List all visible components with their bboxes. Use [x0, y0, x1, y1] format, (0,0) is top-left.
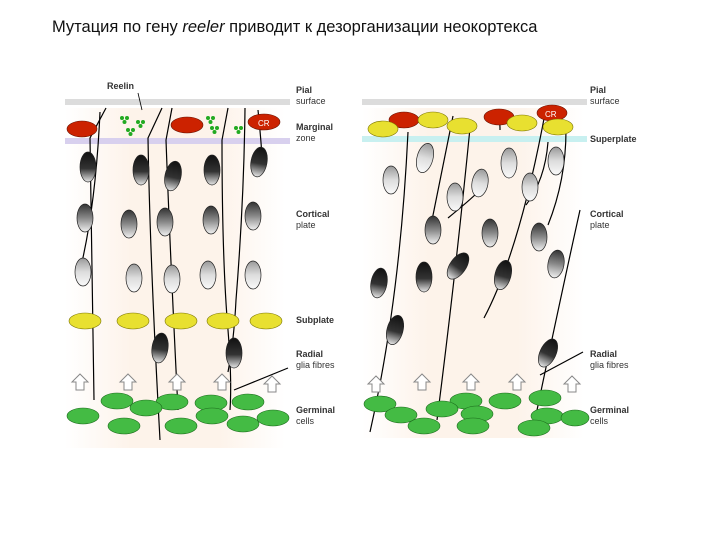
label-cortical-reeler-2: plate — [590, 220, 610, 230]
label-germinal-reeler-1: Germinal — [590, 405, 629, 415]
cajal-retzius-cells — [66, 113, 281, 138]
cortical-plate-neurons — [74, 146, 268, 294]
cr-label-right: CR — [545, 110, 557, 119]
cr-label-left: CR — [258, 119, 270, 128]
superplate-band — [362, 136, 587, 142]
label-radial-reeler-2: glia fibres — [590, 360, 629, 370]
reelin-pointer-line — [137, 92, 143, 111]
title-gene-name: reeler — [182, 18, 225, 36]
label-cortical-2: plate — [296, 220, 316, 230]
label-pial-1: Pial — [296, 85, 312, 95]
reelin-dots — [120, 116, 243, 136]
normal-cortex-labels: Pial surface Marginal zone Cortical plat… — [296, 85, 335, 426]
pial-band — [65, 99, 290, 105]
label-radial-2: glia fibres — [296, 360, 335, 370]
subplate-cells — [68, 312, 283, 330]
reelin-label: Reelin — [107, 81, 134, 91]
label-radial-1: Radial — [296, 349, 323, 359]
slide-title: Мутация по гену reeler приводит к дезорг… — [52, 18, 537, 37]
label-cortical-reeler-1: Cortical — [590, 209, 624, 219]
label-subplate: Subplate — [296, 315, 334, 325]
germinal-cells — [66, 392, 290, 435]
label-marginal-2: zone — [296, 133, 316, 143]
germinal-cells-reeler — [363, 389, 590, 437]
title-text-after: приводит к дезорганизации неокортекса — [224, 18, 538, 36]
label-germinal-2: cells — [296, 416, 315, 426]
label-germinal-1: Germinal — [296, 405, 335, 415]
migrating-neurons — [151, 332, 243, 369]
label-marginal-1: Marginal — [296, 122, 333, 132]
migration-arrows — [70, 373, 282, 393]
migration-arrows-reeler — [366, 373, 582, 393]
marginal-zone-band — [65, 138, 290, 144]
pial-band-reeler — [362, 99, 587, 105]
label-radial-reeler-1: Radial — [590, 349, 617, 359]
label-pial-reeler-1: Pial — [590, 85, 606, 95]
superplate-cells — [367, 104, 574, 138]
label-germinal-reeler-2: cells — [590, 416, 609, 426]
label-cortical-1: Cortical — [296, 209, 330, 219]
cortical-plate-neurons-reeler — [370, 143, 565, 368]
title-text-before: Мутация по гену — [52, 18, 183, 36]
label-pial-2: surface — [296, 96, 326, 106]
normal-cortex-panel: Reelin CR — [65, 81, 290, 448]
reeler-cortex-panel: CR — [362, 99, 590, 438]
label-superplate: Superplate — [590, 134, 637, 144]
label-pial-reeler-2: surface — [590, 96, 620, 106]
reeler-cortex-labels: Pial surface Superplate Cortical plate R… — [590, 85, 637, 426]
